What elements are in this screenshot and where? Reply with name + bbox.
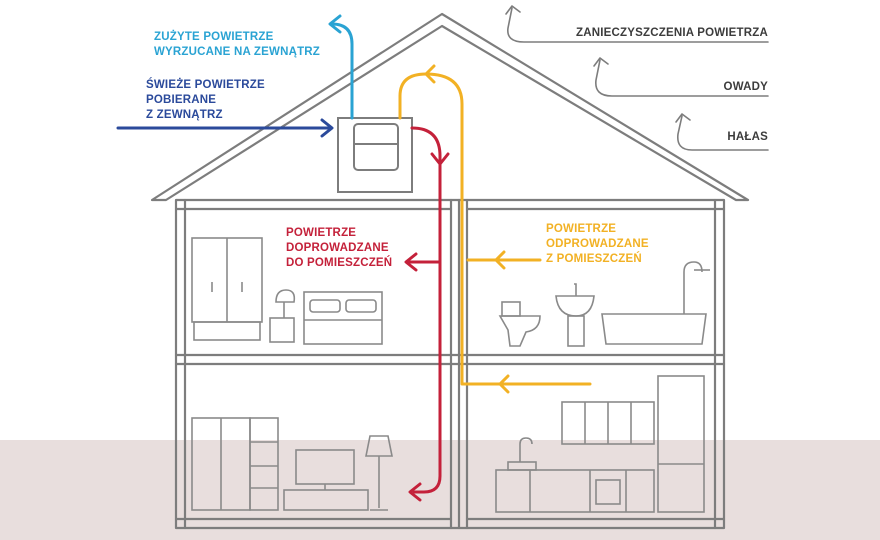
- fridge-icon: [657, 375, 705, 513]
- pollution-curve: [507, 7, 769, 43]
- exhaust-air-label: ZUŻYTE POWIETRZE WYRZUCANE NA ZEWNĄTRZ: [154, 31, 321, 58]
- noise-label: HAŁAS: [727, 131, 768, 143]
- fresh-air-arrow: [116, 118, 334, 138]
- kitchen-cabinets-icon: [495, 401, 655, 513]
- noise-curve: [676, 115, 769, 151]
- sink-icon: [555, 283, 595, 347]
- extract-arrow: [398, 64, 592, 394]
- insects-label: OWADY: [723, 81, 768, 93]
- supply-arrow: [404, 126, 450, 502]
- floor-lamp-icon: [365, 435, 393, 511]
- supply-air-label: POWIETRZE DOPROWADZANE DO POMIESZCZEŃ: [286, 227, 393, 269]
- roof-outline: [150, 12, 750, 202]
- toilet-icon: [498, 301, 541, 347]
- fresh-air-label: ŚWIEŻE POWIETRZE POBIERANE Z ZEWNĄTRZ: [146, 79, 265, 121]
- exhaust-arrow: [328, 14, 354, 120]
- pollution-label: ZANIECZYSZCZENIA POWIETRZA: [576, 27, 768, 39]
- extract-air-label: POWIETRZE ODPROWADZANE Z POMIESZCZEŃ: [546, 223, 649, 265]
- living-cabinet-icon: [191, 417, 279, 511]
- recuperator-unit: [337, 117, 413, 193]
- wardrobe-icon: [191, 237, 263, 341]
- lamp-nightstand-icon: [269, 289, 296, 343]
- bed-icon: [303, 291, 383, 345]
- insects-curve: [595, 59, 769, 97]
- bathtub-icon: [601, 261, 710, 345]
- tv-icon: [283, 449, 369, 511]
